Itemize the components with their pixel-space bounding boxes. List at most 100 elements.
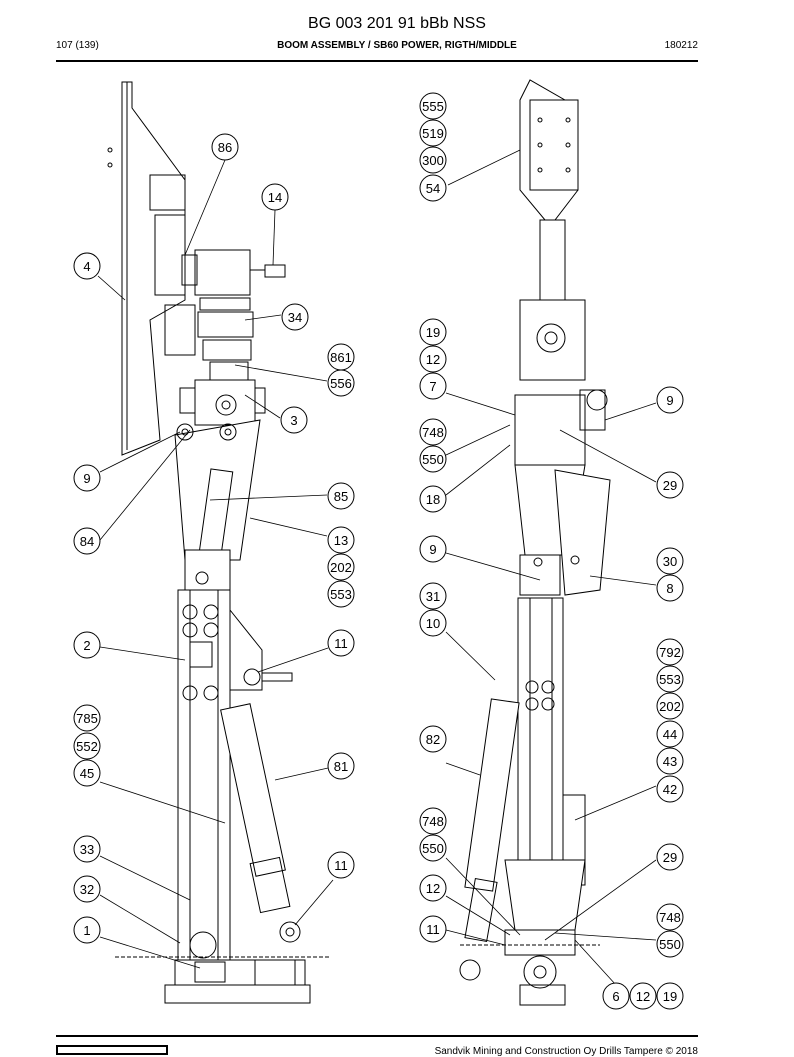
callout-12: 12 [419,345,447,373]
right-boom-callouts: 555 519 300 54 19 12 7 9 748 550 29 18 9… [419,92,684,1010]
svg-text:1: 1 [83,923,90,938]
svg-text:13: 13 [334,533,348,548]
svg-text:202: 202 [659,699,681,714]
callout-29b: 29 [656,843,684,871]
callout-553r: 553 [656,665,684,693]
callout-9: 9 [73,464,101,492]
svg-text:84: 84 [80,534,94,549]
callout-29: 29 [656,471,684,499]
callout-19: 19 [419,318,447,346]
svg-text:10: 10 [426,616,440,631]
svg-text:19: 19 [426,325,440,340]
svg-text:34: 34 [288,310,302,325]
callout-81: 81 [327,752,355,780]
svg-text:785: 785 [76,711,98,726]
callout-9r2: 9 [419,535,447,563]
callout-6: 6 [602,982,630,1010]
callout-11r: 11 [419,915,447,943]
footer-rule [56,1035,698,1037]
svg-text:792: 792 [659,645,681,660]
svg-text:54: 54 [426,181,440,196]
callout-85: 85 [327,482,355,510]
svg-text:33: 33 [80,842,94,857]
svg-text:11: 11 [334,636,348,651]
svg-text:31: 31 [426,589,440,604]
svg-text:42: 42 [663,782,677,797]
svg-text:555: 555 [422,99,444,114]
svg-text:85: 85 [334,489,348,504]
callout-550b: 550 [419,834,447,862]
callout-84: 84 [73,527,101,555]
callout-785: 785 [73,704,101,732]
svg-text:550: 550 [422,841,444,856]
callout-14: 14 [261,183,289,211]
callout-82: 82 [419,725,447,753]
callout-12c: 12 [629,982,657,1010]
svg-text:12: 12 [426,352,440,367]
svg-text:81: 81 [334,759,348,774]
callout-13: 13 [327,526,355,554]
callout-553: 553 [327,580,355,608]
svg-text:30: 30 [663,554,677,569]
page-number: 107 (139) [56,40,99,51]
callout-748b: 748 [419,807,447,835]
svg-text:12: 12 [636,989,650,1004]
callout-44: 44 [656,720,684,748]
callout-34: 34 [281,303,309,331]
svg-text:550: 550 [422,452,444,467]
sandvik-logo [56,1045,168,1055]
callout-519: 519 [419,119,447,147]
left-boom-callouts: 86 14 4 34 861 556 3 9 85 84 13 202 553 … [73,133,355,944]
svg-text:82: 82 [426,732,440,747]
callout-748c: 748 [656,903,684,931]
svg-text:9: 9 [83,471,90,486]
svg-text:300: 300 [422,153,444,168]
svg-text:11: 11 [426,922,440,937]
callout-1: 1 [73,916,101,944]
callout-19b: 19 [656,982,684,1010]
svg-text:43: 43 [663,754,677,769]
svg-text:552: 552 [76,739,98,754]
callout-202r: 202 [656,692,684,720]
callout-12b: 12 [419,874,447,902]
callout-11b: 11 [327,851,355,879]
svg-text:12: 12 [426,881,440,896]
callout-11: 11 [327,629,355,657]
callout-54: 54 [419,174,447,202]
svg-text:3: 3 [290,413,297,428]
callout-550: 550 [419,445,447,473]
svg-text:553: 553 [330,587,352,602]
callout-550c: 550 [656,930,684,958]
callout-42: 42 [656,775,684,803]
svg-text:748: 748 [659,910,681,925]
callout-555: 555 [419,92,447,120]
svg-text:4: 4 [83,259,90,274]
svg-text:18: 18 [426,492,440,507]
svg-text:9: 9 [429,542,436,557]
callout-43: 43 [656,747,684,775]
svg-text:6: 6 [612,989,619,1004]
svg-text:861: 861 [330,350,352,365]
section-title: BOOM ASSEMBLY / SB60 POWER, RIGTH/MIDDLE [277,40,517,51]
svg-text:11: 11 [334,858,348,873]
callout-8: 8 [656,574,684,602]
svg-text:32: 32 [80,882,94,897]
callout-748: 748 [419,418,447,446]
callout-3: 3 [280,406,308,434]
svg-text:86: 86 [218,140,232,155]
callout-18: 18 [419,485,447,513]
footer-copyright: Sandvik Mining and Construction Oy Drill… [434,1046,698,1057]
callout-556: 556 [327,369,355,397]
svg-text:519: 519 [422,126,444,141]
svg-text:7: 7 [429,379,436,394]
svg-text:748: 748 [422,814,444,829]
callout-45: 45 [73,759,101,787]
callout-552: 552 [73,732,101,760]
callout-32: 32 [73,875,101,903]
callout-9r: 9 [656,386,684,414]
svg-text:19: 19 [663,989,677,1004]
callout-30: 30 [656,547,684,575]
svg-text:29: 29 [663,850,677,865]
svg-text:748: 748 [422,425,444,440]
